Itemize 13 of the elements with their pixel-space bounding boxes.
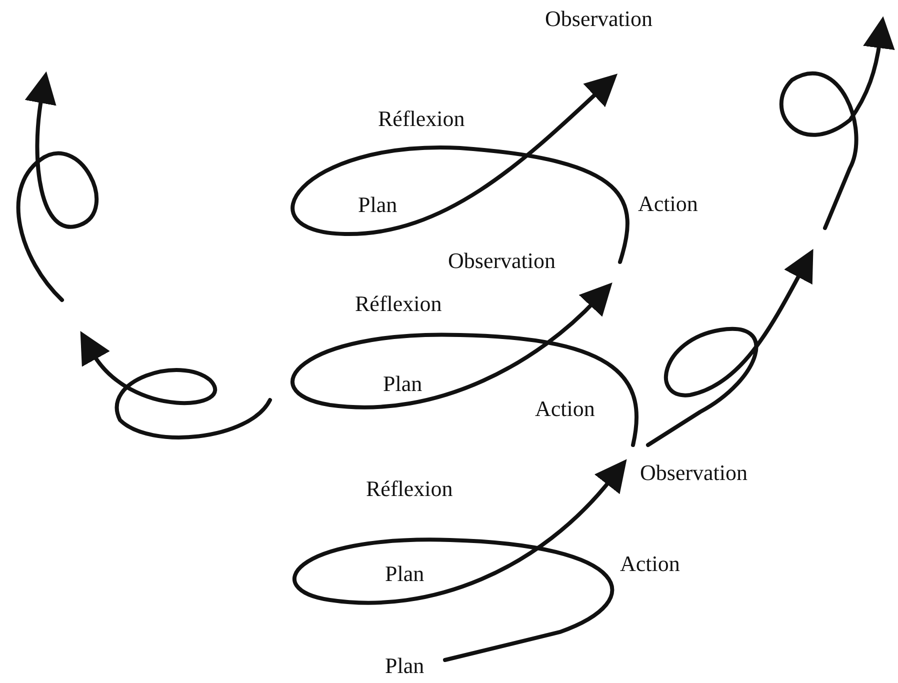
- stage-label: Réflexion: [355, 293, 442, 315]
- stage-label: Plan: [358, 194, 398, 216]
- stage-label: Réflexion: [366, 478, 453, 500]
- stage-label: Action: [620, 553, 680, 575]
- stage-label: Action: [638, 193, 698, 215]
- stage-label: Plan: [383, 373, 422, 395]
- stage-label: Observation: [448, 250, 556, 272]
- stage-label: Action: [535, 398, 595, 420]
- stage-label: Observation: [640, 462, 748, 484]
- stage-label: Plan: [385, 655, 424, 677]
- stage-label: Réflexion: [378, 108, 465, 130]
- stage-label: Plan: [385, 563, 424, 585]
- stage-label: Observation: [545, 8, 653, 30]
